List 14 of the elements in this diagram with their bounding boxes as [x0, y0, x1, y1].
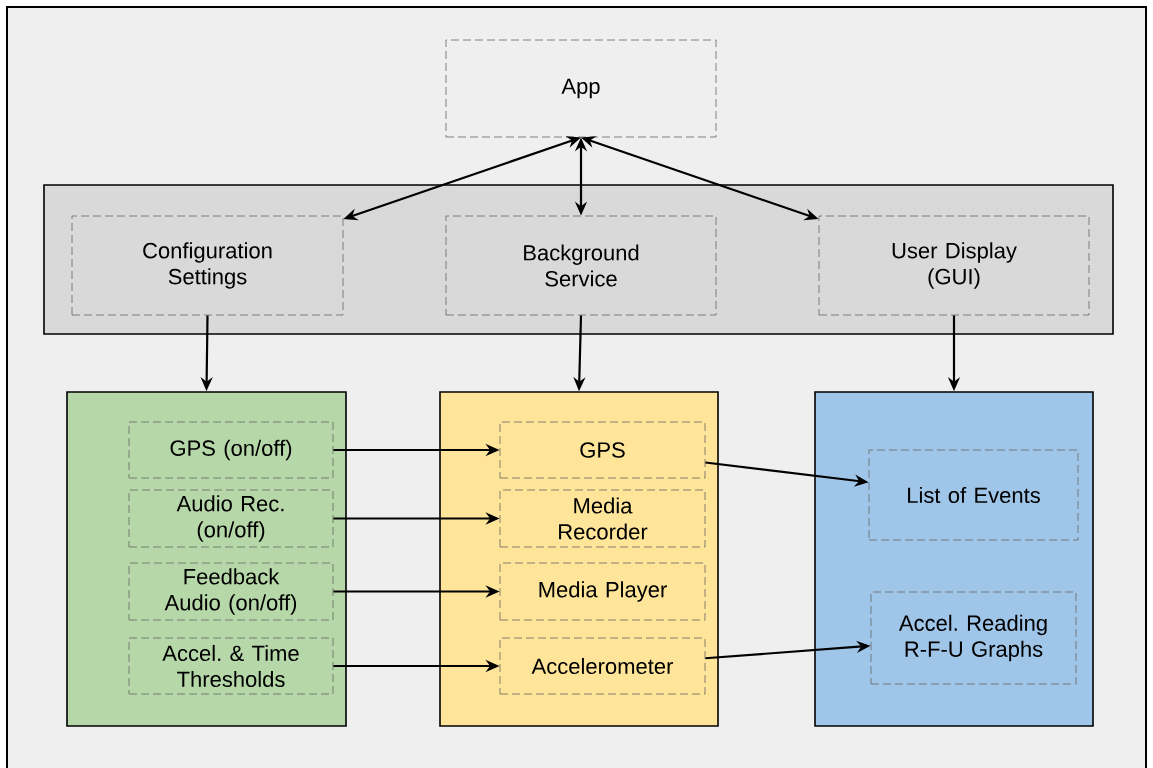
component-box: Media Recorder: [499, 489, 706, 548]
component-box: GPS: [499, 421, 706, 479]
component-box: Audio Rec. (on/off): [128, 489, 334, 548]
component-box: GPS (on/off): [128, 421, 334, 479]
component-box: Configuration Settings: [71, 215, 344, 316]
component-box: List of Events: [868, 449, 1079, 541]
component-box: Feedback Audio (on/off): [128, 562, 334, 621]
component-box: App: [445, 39, 717, 138]
component-box: User Display (GUI): [818, 215, 1090, 316]
component-box: Accelerometer: [499, 637, 706, 695]
component-box: Background Service: [445, 215, 717, 316]
component-box: Media Player: [499, 562, 706, 621]
component-box: Accel. & Time Thresholds: [128, 637, 334, 695]
component-box: Accel. Reading R-F-U Graphs: [870, 591, 1077, 685]
